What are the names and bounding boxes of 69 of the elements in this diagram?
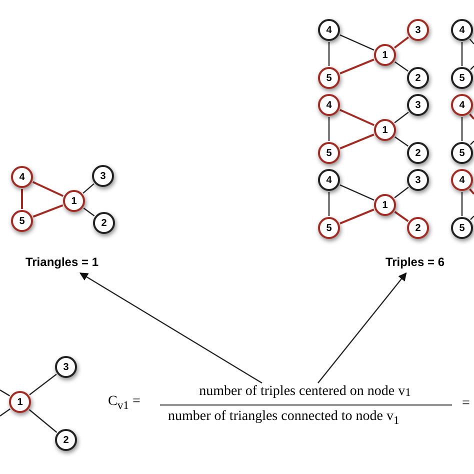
graph-edge	[394, 61, 408, 72]
vertex-circle: 5	[451, 67, 473, 89]
graph-edge	[394, 36, 410, 49]
graph-edge	[394, 186, 409, 198]
vertex-circle: 4	[451, 19, 473, 41]
graph-edge	[83, 208, 95, 216]
vertex-circle: 5	[451, 217, 473, 239]
graph-edge	[32, 181, 64, 197]
graph-edge	[0, 389, 10, 396]
graph-edge	[82, 183, 94, 194]
vertex-circle: 3	[92, 165, 114, 187]
vertex-circle: 2	[407, 217, 429, 239]
graph-edge	[340, 34, 374, 51]
graph-edge	[340, 134, 374, 150]
graph-edge	[470, 140, 474, 145]
vertex-circle: 1	[374, 119, 396, 141]
vertex-circle: 3	[55, 356, 77, 378]
vertex-circle: 5	[318, 217, 340, 239]
vertex-circle: 4	[318, 19, 340, 41]
vertex-circle: 2	[407, 142, 429, 164]
graph-edge	[28, 409, 58, 433]
graph-edge	[340, 58, 374, 74]
vertex-circle: 3	[407, 94, 429, 116]
arrow	[79, 272, 262, 384]
graph-edge	[32, 204, 64, 218]
vertex-circle: 1	[9, 391, 31, 413]
equals-sign: =	[462, 396, 470, 412]
vertex-circle: 4	[451, 94, 473, 116]
graph-edge	[328, 117, 330, 141]
vertex-circle: 3	[407, 169, 429, 191]
vertex-circle: 1	[63, 190, 85, 212]
vertex-circle: 4	[318, 169, 340, 191]
vertex-circle: 2	[55, 429, 77, 451]
graph-edge	[328, 192, 330, 216]
vertex-circle: 4	[318, 94, 340, 116]
graph-edge	[469, 113, 474, 120]
graph-edge	[394, 211, 409, 222]
graph-edge	[328, 42, 330, 66]
vertex-circle: 2	[93, 212, 115, 234]
graph-edge	[469, 188, 474, 195]
graph-edge	[29, 374, 57, 396]
arrow	[318, 272, 407, 384]
vertex-circle: 2	[407, 67, 429, 89]
graph-edge	[461, 192, 463, 216]
graph-edge	[470, 66, 474, 70]
graph-edge	[340, 108, 374, 126]
vertex-circle: 4	[451, 169, 473, 191]
graph-edge	[461, 117, 463, 141]
formula-denominator: number of triangles connected to node v$_{1}$	[168, 409, 400, 427]
graph-edge	[21, 189, 23, 209]
graph-edge	[394, 136, 408, 147]
formula-lhs: C$_{v1}$ =	[108, 394, 140, 412]
graph-edge	[340, 184, 374, 201]
graph-edge	[470, 216, 474, 220]
vertex-circle: 5	[318, 142, 340, 164]
graph-edge	[469, 38, 474, 44]
vertex-circle: 5	[318, 67, 340, 89]
graph-edge	[340, 208, 374, 224]
graph-edge	[394, 112, 409, 124]
vertex-circle: 1	[374, 194, 396, 216]
result-label: Triples = 6	[373, 253, 457, 271]
vertex-circle: 1	[374, 44, 396, 66]
result-label: Triangles = 1	[14, 253, 110, 271]
graph-edge	[461, 42, 463, 66]
graph-edge	[0, 408, 11, 416]
vertex-circle: 5	[451, 142, 473, 164]
vertex-circle: 5	[11, 210, 33, 232]
vertex-circle: 4	[11, 166, 33, 188]
vertex-circle: 3	[407, 19, 429, 41]
